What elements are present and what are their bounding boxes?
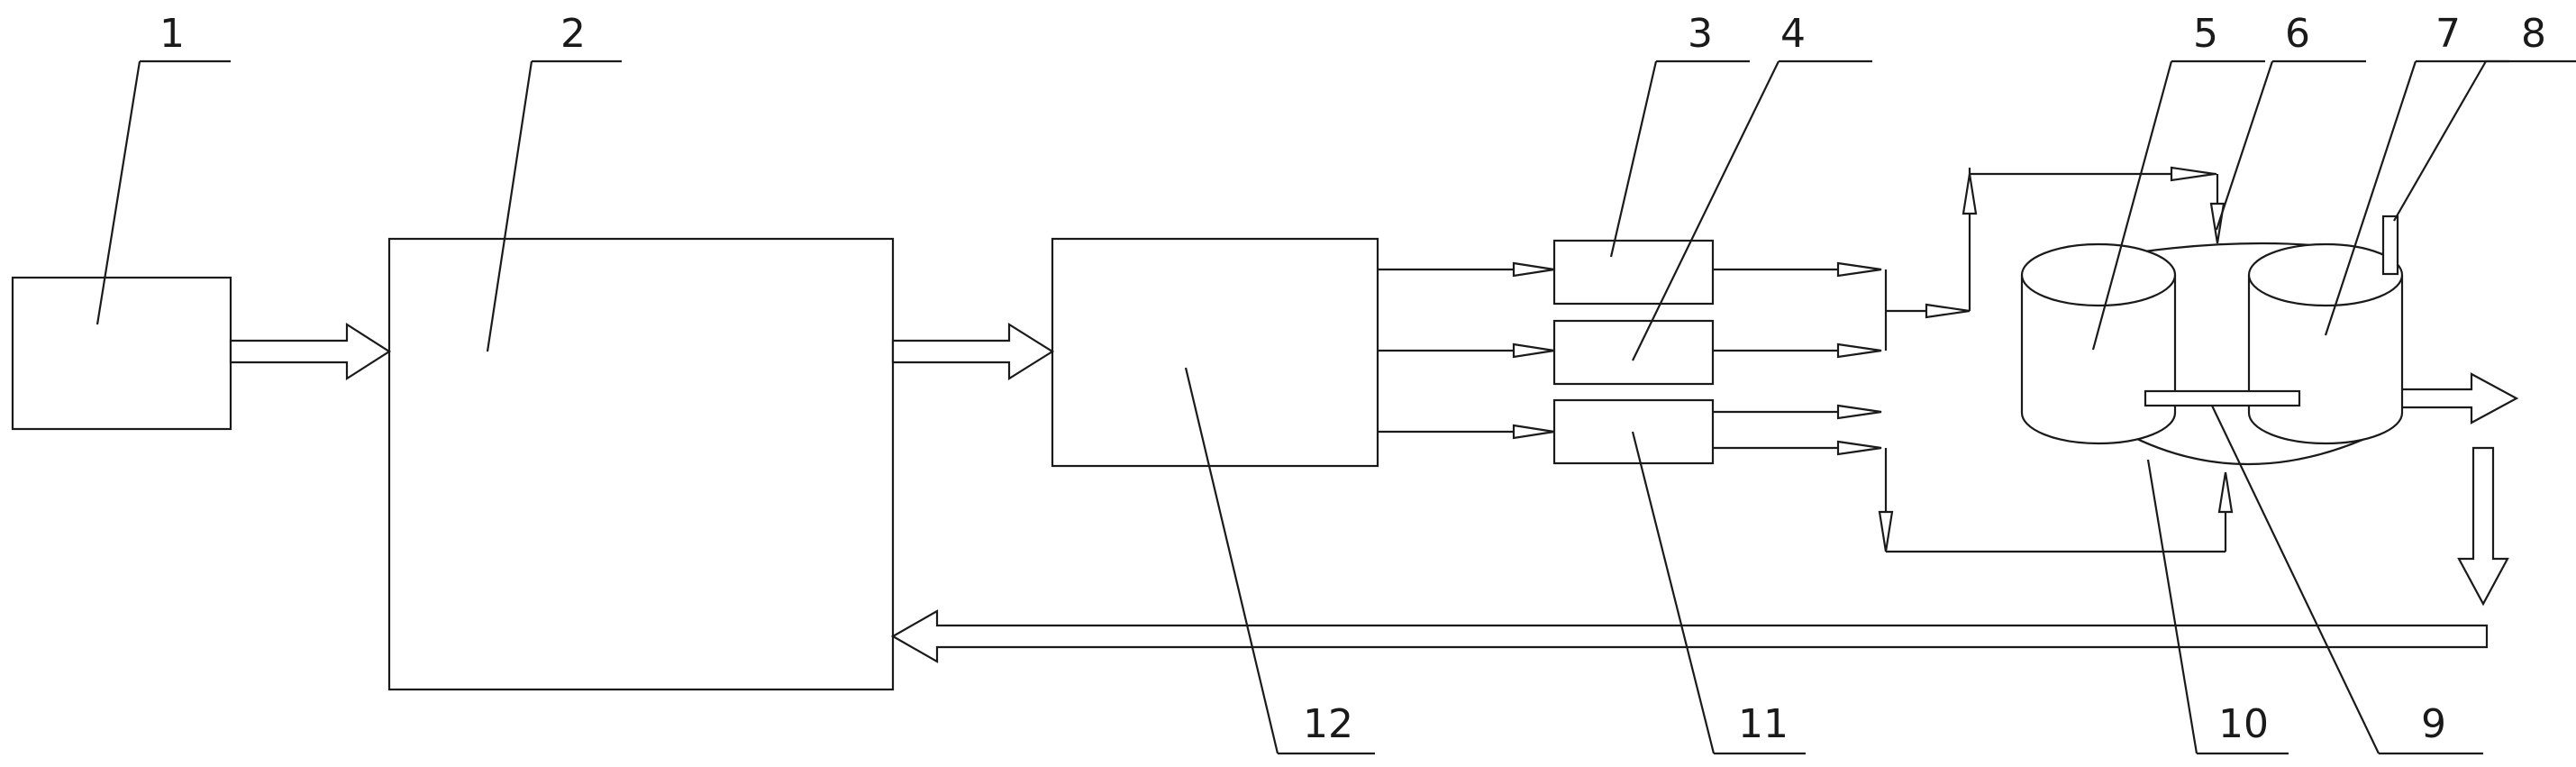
cylinder-7-top [2247, 242, 2404, 307]
label-3: 3 [1688, 11, 1713, 57]
label-2: 2 [560, 11, 586, 57]
arrow-4-out [1713, 342, 1882, 359]
sensor-8 [2381, 215, 2399, 276]
label-10: 10 [2218, 701, 2269, 747]
block-4 [1552, 319, 1715, 386]
arrow-3-out [1713, 261, 1882, 278]
block-3 [1552, 239, 1715, 306]
route-11-to-tank-bottom [1878, 448, 2234, 553]
double-arrow-return-to-2 [890, 609, 2489, 663]
label-12: 12 [1303, 701, 1353, 747]
merge-3-4-to-tank-top [1884, 166, 2226, 351]
block-1 [11, 276, 232, 431]
cylinder-5-top [2020, 242, 2177, 307]
label-7: 7 [2435, 11, 2461, 57]
label-8: 8 [2521, 11, 2546, 57]
label-5: 5 [2193, 11, 2218, 57]
arrow-12-to-4 [1378, 342, 1555, 359]
label-6: 6 [2285, 11, 2310, 57]
label-4: 4 [1780, 11, 1806, 57]
label-9: 9 [2421, 701, 2446, 747]
arrow-11-out-lower [1713, 440, 1882, 456]
double-arrow-2-to-12 [891, 323, 1055, 380]
arrow-11-out-upper [1713, 404, 1882, 420]
block-2 [387, 237, 895, 691]
connecting-bar-9 [2144, 389, 2301, 407]
label-11: 11 [1738, 701, 1789, 747]
block-12 [1051, 237, 1379, 468]
double-arrow-1-to-2 [229, 322, 392, 381]
arrow-12-to-11 [1378, 424, 1555, 440]
tank-assembly [2020, 215, 2404, 465]
label-1: 1 [159, 11, 185, 57]
arrow-12-to-3 [1378, 261, 1555, 278]
cylinder-5 [2020, 275, 2177, 445]
double-arrow-tank-outlet-down [2457, 446, 2509, 607]
leader-lines [96, 59, 2576, 755]
